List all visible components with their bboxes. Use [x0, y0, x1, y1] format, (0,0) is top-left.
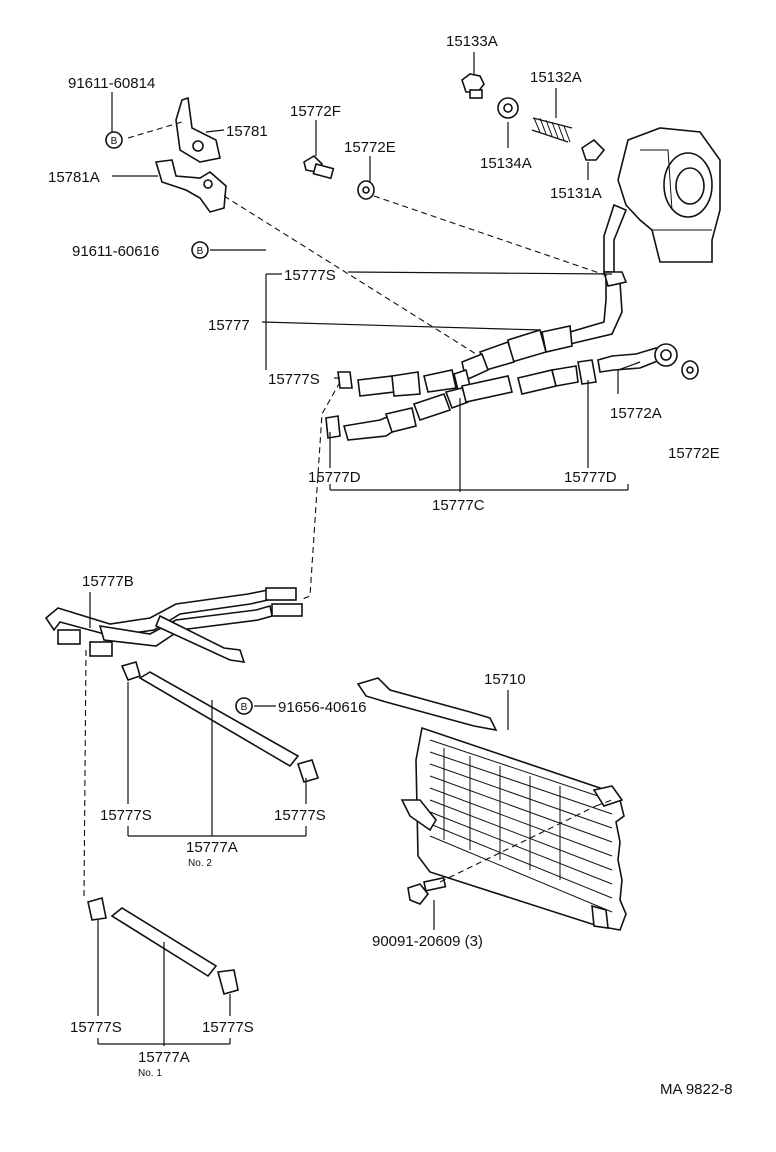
- hose-15777A-no2: [120, 661, 320, 783]
- label-15777D-right: 15777D: [564, 469, 617, 486]
- bolt-marker-text: B: [111, 136, 118, 147]
- bolt-marker-2: B: [191, 241, 209, 259]
- label-91611-60616: 91611-60616: [72, 243, 159, 260]
- label-15777S-1: 15777S: [284, 267, 336, 284]
- label-15777: 15777: [208, 317, 250, 334]
- label-15772A: 15772A: [610, 405, 662, 422]
- bolt-90091-20609: [407, 876, 447, 905]
- bolt-marker-text: B: [197, 246, 204, 257]
- label-15133A: 15133A: [446, 33, 498, 50]
- bracket-15781: [175, 96, 221, 163]
- valve-body-assembly: [603, 127, 721, 273]
- oil-cooler-15710: [356, 677, 627, 931]
- clamp-15777S-left: [337, 371, 353, 389]
- label-15777A-no2: 15777A: [186, 839, 238, 856]
- label-15777S-3: 15777S: [100, 807, 152, 824]
- hose-15777A-no1: [87, 896, 239, 995]
- label-91611-60814: 91611-60814: [68, 75, 155, 92]
- bracket-15781A: [154, 159, 227, 213]
- label-15777D-left: 15777D: [308, 469, 361, 486]
- clamp-15777D-left: [325, 415, 341, 439]
- label-no2: No. 2: [188, 858, 212, 869]
- label-15772F: 15772F: [290, 103, 341, 120]
- assembly-dashed-lines: [83, 121, 613, 899]
- label-15777S-6: 15777S: [202, 1019, 254, 1036]
- label-15777S-5: 15777S: [70, 1019, 122, 1036]
- clamp-15777D-right: [577, 359, 597, 385]
- figure-code: MA 9822-8: [660, 1081, 733, 1098]
- label-15772E-top: 15772E: [344, 139, 396, 156]
- label-15777A-no1: 15777A: [138, 1049, 190, 1066]
- washer-15134A: [497, 97, 519, 119]
- washer-15772E-top: [357, 180, 375, 200]
- label-15777C: 15777C: [432, 497, 485, 514]
- part-labels: 15133A 15132A 15134A 15131A 91611-60814 …: [48, 33, 733, 1098]
- bolt-marker-1: B: [105, 131, 123, 149]
- bolt-marker-text: B: [241, 702, 248, 713]
- leader-lines: [89, 52, 641, 1046]
- pipe-15777B: [44, 587, 303, 663]
- valve-15131A: [581, 138, 606, 161]
- label-no1: No. 1: [138, 1068, 162, 1079]
- washer-15772E-right: [681, 360, 699, 380]
- bolt-15772F: [303, 154, 335, 180]
- label-15710: 15710: [484, 671, 526, 688]
- label-15781: 15781: [226, 123, 268, 140]
- label-15131A: 15131A: [550, 185, 602, 202]
- clamp-15777S-top: [602, 271, 628, 287]
- label-15132A: 15132A: [530, 69, 582, 86]
- label-15772E-right: 15772E: [668, 445, 720, 462]
- spring-15132A: [531, 117, 573, 143]
- bolt-marker-3: B: [235, 697, 253, 715]
- hose-assembly-15777: [342, 279, 678, 441]
- label-90091-20609: 90091-20609 (3): [372, 933, 483, 950]
- label-91656-40616: 91656-40616: [278, 699, 366, 716]
- label-15777S-4: 15777S: [274, 807, 326, 824]
- plug-15133A: [461, 73, 485, 99]
- label-15777S-2: 15777S: [268, 371, 320, 388]
- label-15781A: 15781A: [48, 169, 100, 186]
- label-15777B: 15777B: [82, 573, 134, 590]
- label-15134A: 15134A: [480, 155, 532, 172]
